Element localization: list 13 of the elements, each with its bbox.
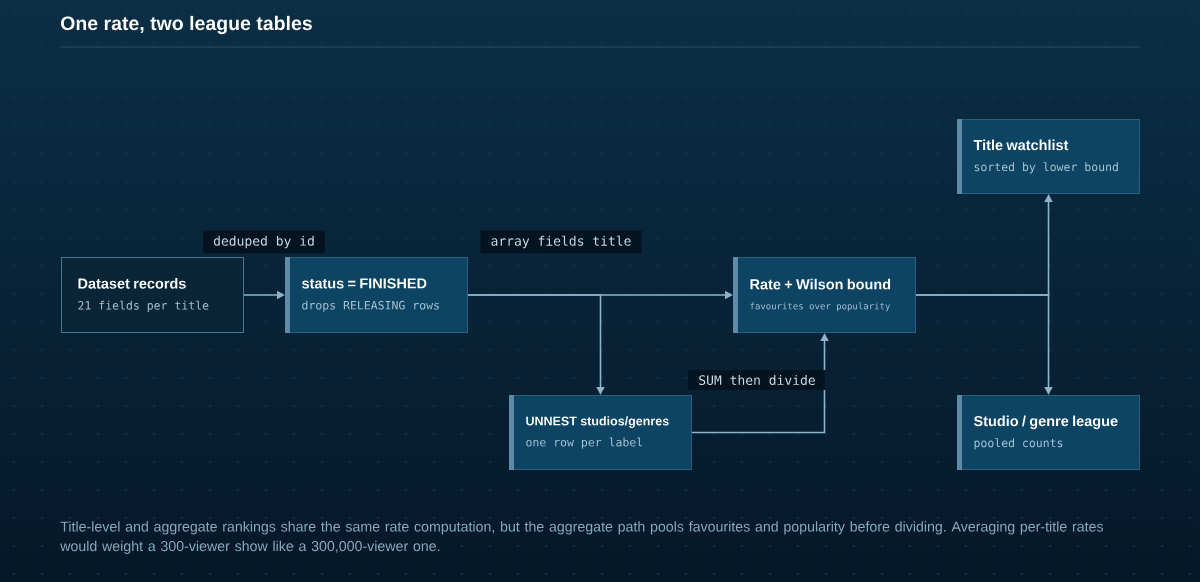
source-box: Dataset records 21 fields per title xyxy=(61,257,244,333)
edge-label: array fields title xyxy=(480,230,642,254)
process-box: Studio / genre league pooled counts xyxy=(957,395,1140,470)
arrow xyxy=(915,294,1053,395)
process-box: Rate + Wilson bound favourites over popularity xyxy=(733,257,916,333)
process-box: status = FINISHED drops RELEASING rows xyxy=(285,257,468,333)
arrow xyxy=(467,294,605,395)
process-box: UNNEST studios/genres one row per label xyxy=(509,395,692,470)
edge-label: deduped by id xyxy=(203,230,325,254)
process-box: Title watchlist sorted by lower bound xyxy=(957,119,1140,194)
edge-label: SUM then divide xyxy=(688,370,826,391)
title: One rate, two league tables xyxy=(61,15,312,35)
caption: Title-level and aggregate rankings share the same rate computation, but the aggregate path pools favourites and popularity before dividing. Averaging per-title rates would weight a 300-viewer show like a 300,000-viewer one. xyxy=(60,521,1103,554)
